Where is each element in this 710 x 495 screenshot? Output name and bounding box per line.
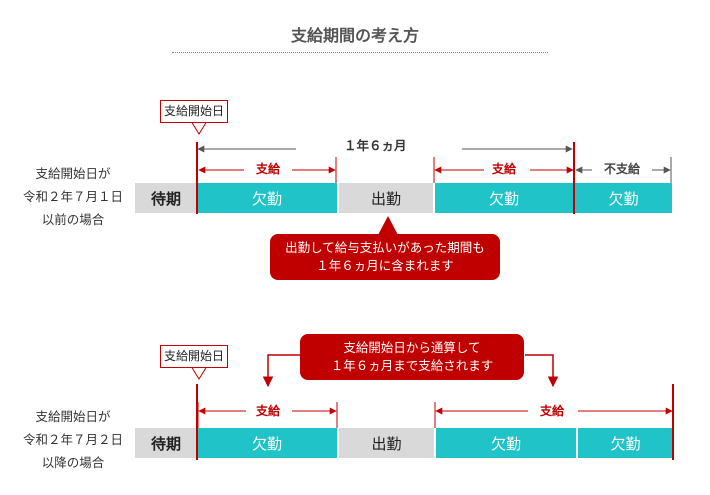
callout-pointer: [378, 216, 398, 235]
c2-callout-bracket-right: [525, 354, 559, 388]
c2-callout-bracket-left: [262, 354, 300, 388]
case2-callout: 支給開始日から通算して １年６ヵ月まで支給されます: [300, 334, 524, 380]
case1-seg-wait: 待期: [135, 183, 197, 213]
case2-callout-line2: １年６ヵ月まで支給されます: [330, 358, 494, 373]
case2-label: 支給開始日が 令和２年７月２日 以降の場合: [14, 405, 132, 474]
case2-span2-label: 支給: [539, 404, 564, 418]
case1-label: 支給開始日が 令和２年７月１日 以前の場合: [14, 162, 132, 231]
case2-seg-wait: 待期: [135, 428, 197, 458]
case1-seg-absence-1: 欠勤: [197, 183, 337, 213]
case1-span3-label: 不支給: [603, 162, 640, 176]
case2-seg-absence-1: 欠勤: [197, 428, 337, 458]
case2-seg-work: 出勤: [339, 428, 434, 458]
c2-start-marker-pointer: [190, 365, 208, 380]
case1-span1-label: 支給: [255, 162, 280, 176]
case2-span1-label: 支給: [255, 404, 280, 418]
case1-callout-line2: １年６ヵ月に含まれます: [316, 258, 454, 273]
case2-seg-absence-3: 欠勤: [578, 428, 673, 458]
case2-start-line: [196, 384, 198, 460]
title-divider: [172, 52, 548, 53]
case1-label-line2: 令和２年７月１日: [22, 189, 123, 204]
case2-start-marker: 支給開始日: [160, 345, 229, 368]
case1-span2-label: 支給: [491, 162, 516, 176]
case1-seg-absence-2: 欠勤: [435, 183, 573, 213]
case2-end-line: [672, 384, 674, 460]
case1-seg-absence-3: 欠勤: [575, 183, 672, 213]
case2-callout-line1: 支給開始日から通算して: [343, 340, 481, 355]
case1-seg-work: 出勤: [339, 183, 433, 213]
diagram-title: 支給期間の考え方: [290, 26, 419, 45]
case1-label-line3: 以前の場合: [41, 212, 105, 227]
case1-period-label: １年６ヵ月: [344, 138, 407, 153]
case1-start-marker: 支給開始日: [160, 100, 229, 123]
case1-end-line: [573, 142, 575, 214]
case2-label-line1: 支給開始日が: [35, 409, 111, 424]
start-marker-pointer: [190, 120, 208, 135]
case2-seg-absence-2: 欠勤: [436, 428, 576, 458]
case1-callout: 出勤して給与支払いがあった期間も １年６ヵ月に含まれます: [270, 234, 500, 280]
case2-label-line2: 令和２年７月２日: [22, 432, 123, 447]
case2-label-line3: 以降の場合: [41, 455, 105, 470]
case1-label-line1: 支給開始日が: [35, 166, 111, 181]
case1-callout-line1: 出勤して給与支払いがあった期間も: [285, 240, 485, 255]
case1-start-line: [196, 142, 198, 214]
